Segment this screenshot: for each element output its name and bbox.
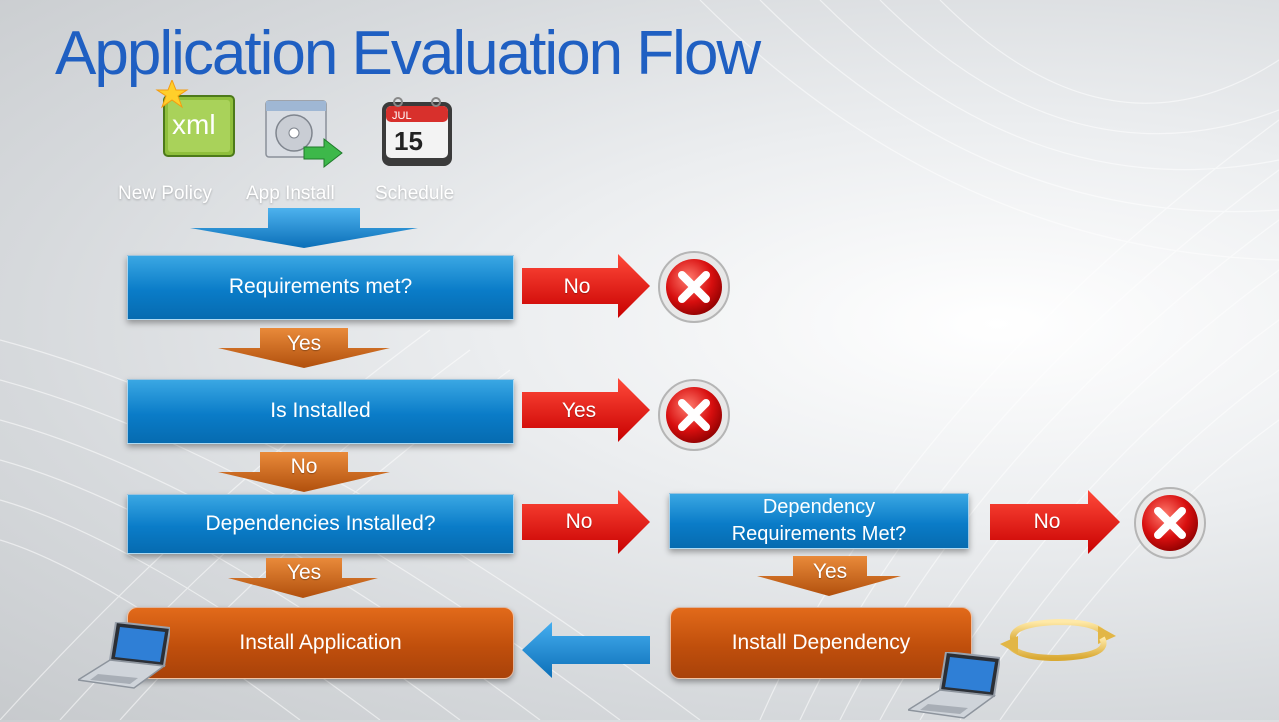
dependencies-installed-box: Dependencies Installed? xyxy=(127,494,514,554)
dep-requirements-no-arrow xyxy=(990,490,1120,554)
source-label-new-policy: New Policy xyxy=(118,183,212,204)
dep-requirements-no-label: No xyxy=(1033,510,1061,533)
installed-yes-label: Yes xyxy=(561,399,597,422)
deny-icon xyxy=(1134,487,1206,559)
software-install-icon xyxy=(262,95,343,175)
source-label-schedule: Schedule xyxy=(375,183,455,204)
dependencies-yes-arrow xyxy=(228,558,378,598)
dependencies-no-arrow xyxy=(522,490,650,554)
is-installed-box: Is Installed xyxy=(127,379,514,444)
requirements-yes-label: Yes xyxy=(286,332,322,355)
laptop-icon xyxy=(78,622,170,689)
requirements-yes-arrow xyxy=(218,328,390,368)
calendar-icon: JUL 15 xyxy=(378,92,458,172)
entry-arrow xyxy=(190,208,418,248)
page-title: Application Evaluation Flow xyxy=(55,19,761,88)
return-to-install-arrow xyxy=(522,622,650,678)
source-label-app-install: App Install xyxy=(246,183,335,204)
refresh-cycle-icon xyxy=(1000,618,1116,662)
installed-yes-arrow xyxy=(522,378,650,442)
requirements-no-label: No xyxy=(563,275,591,298)
dependencies-yes-label: Yes xyxy=(286,561,322,584)
installed-no-label: No xyxy=(290,455,318,478)
calendar-day: 15 xyxy=(394,126,423,156)
installed-no-arrow xyxy=(218,452,390,492)
svg-text:xml: xml xyxy=(172,109,216,140)
deny-icon xyxy=(658,379,730,451)
dep-requirements-yes-label: Yes xyxy=(812,560,848,583)
dependencies-no-label: No xyxy=(565,510,593,533)
requirements-no-arrow xyxy=(522,254,650,318)
dependency-requirements-met-box: Dependency Requirements Met? xyxy=(669,493,969,549)
install-dependency-box: Install Dependency xyxy=(670,607,972,679)
laptop-icon xyxy=(908,652,1000,719)
install-application-box: Install Application xyxy=(127,607,514,679)
calendar-month: JUL xyxy=(392,110,412,122)
requirements-met-box: Requirements met? xyxy=(127,255,514,320)
xml-file-icon: xml xyxy=(150,78,235,160)
dep-requirements-yes-arrow xyxy=(757,556,901,596)
deny-icon xyxy=(658,251,730,323)
